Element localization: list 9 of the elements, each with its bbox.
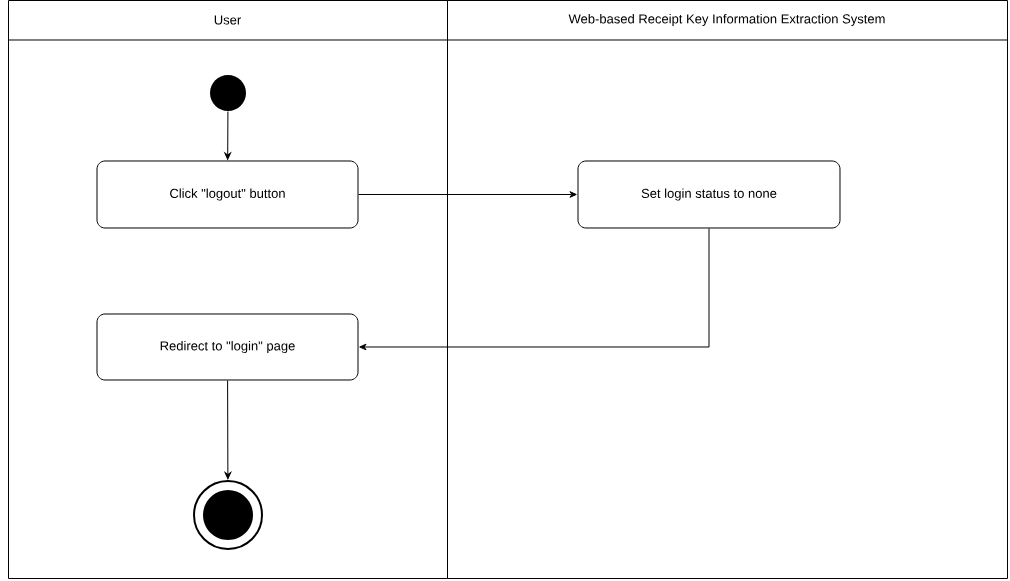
arrow (224, 111, 232, 160)
start-node (210, 75, 246, 111)
arrow (224, 380, 232, 480)
action-box: Redirect to "login" page (96, 313, 359, 381)
action-box: Set login status to none (577, 160, 841, 229)
arrow (358, 191, 577, 198)
action-box: Click "logout" button (96, 160, 359, 229)
arrow (359, 228, 710, 351)
end-node (193, 480, 263, 550)
